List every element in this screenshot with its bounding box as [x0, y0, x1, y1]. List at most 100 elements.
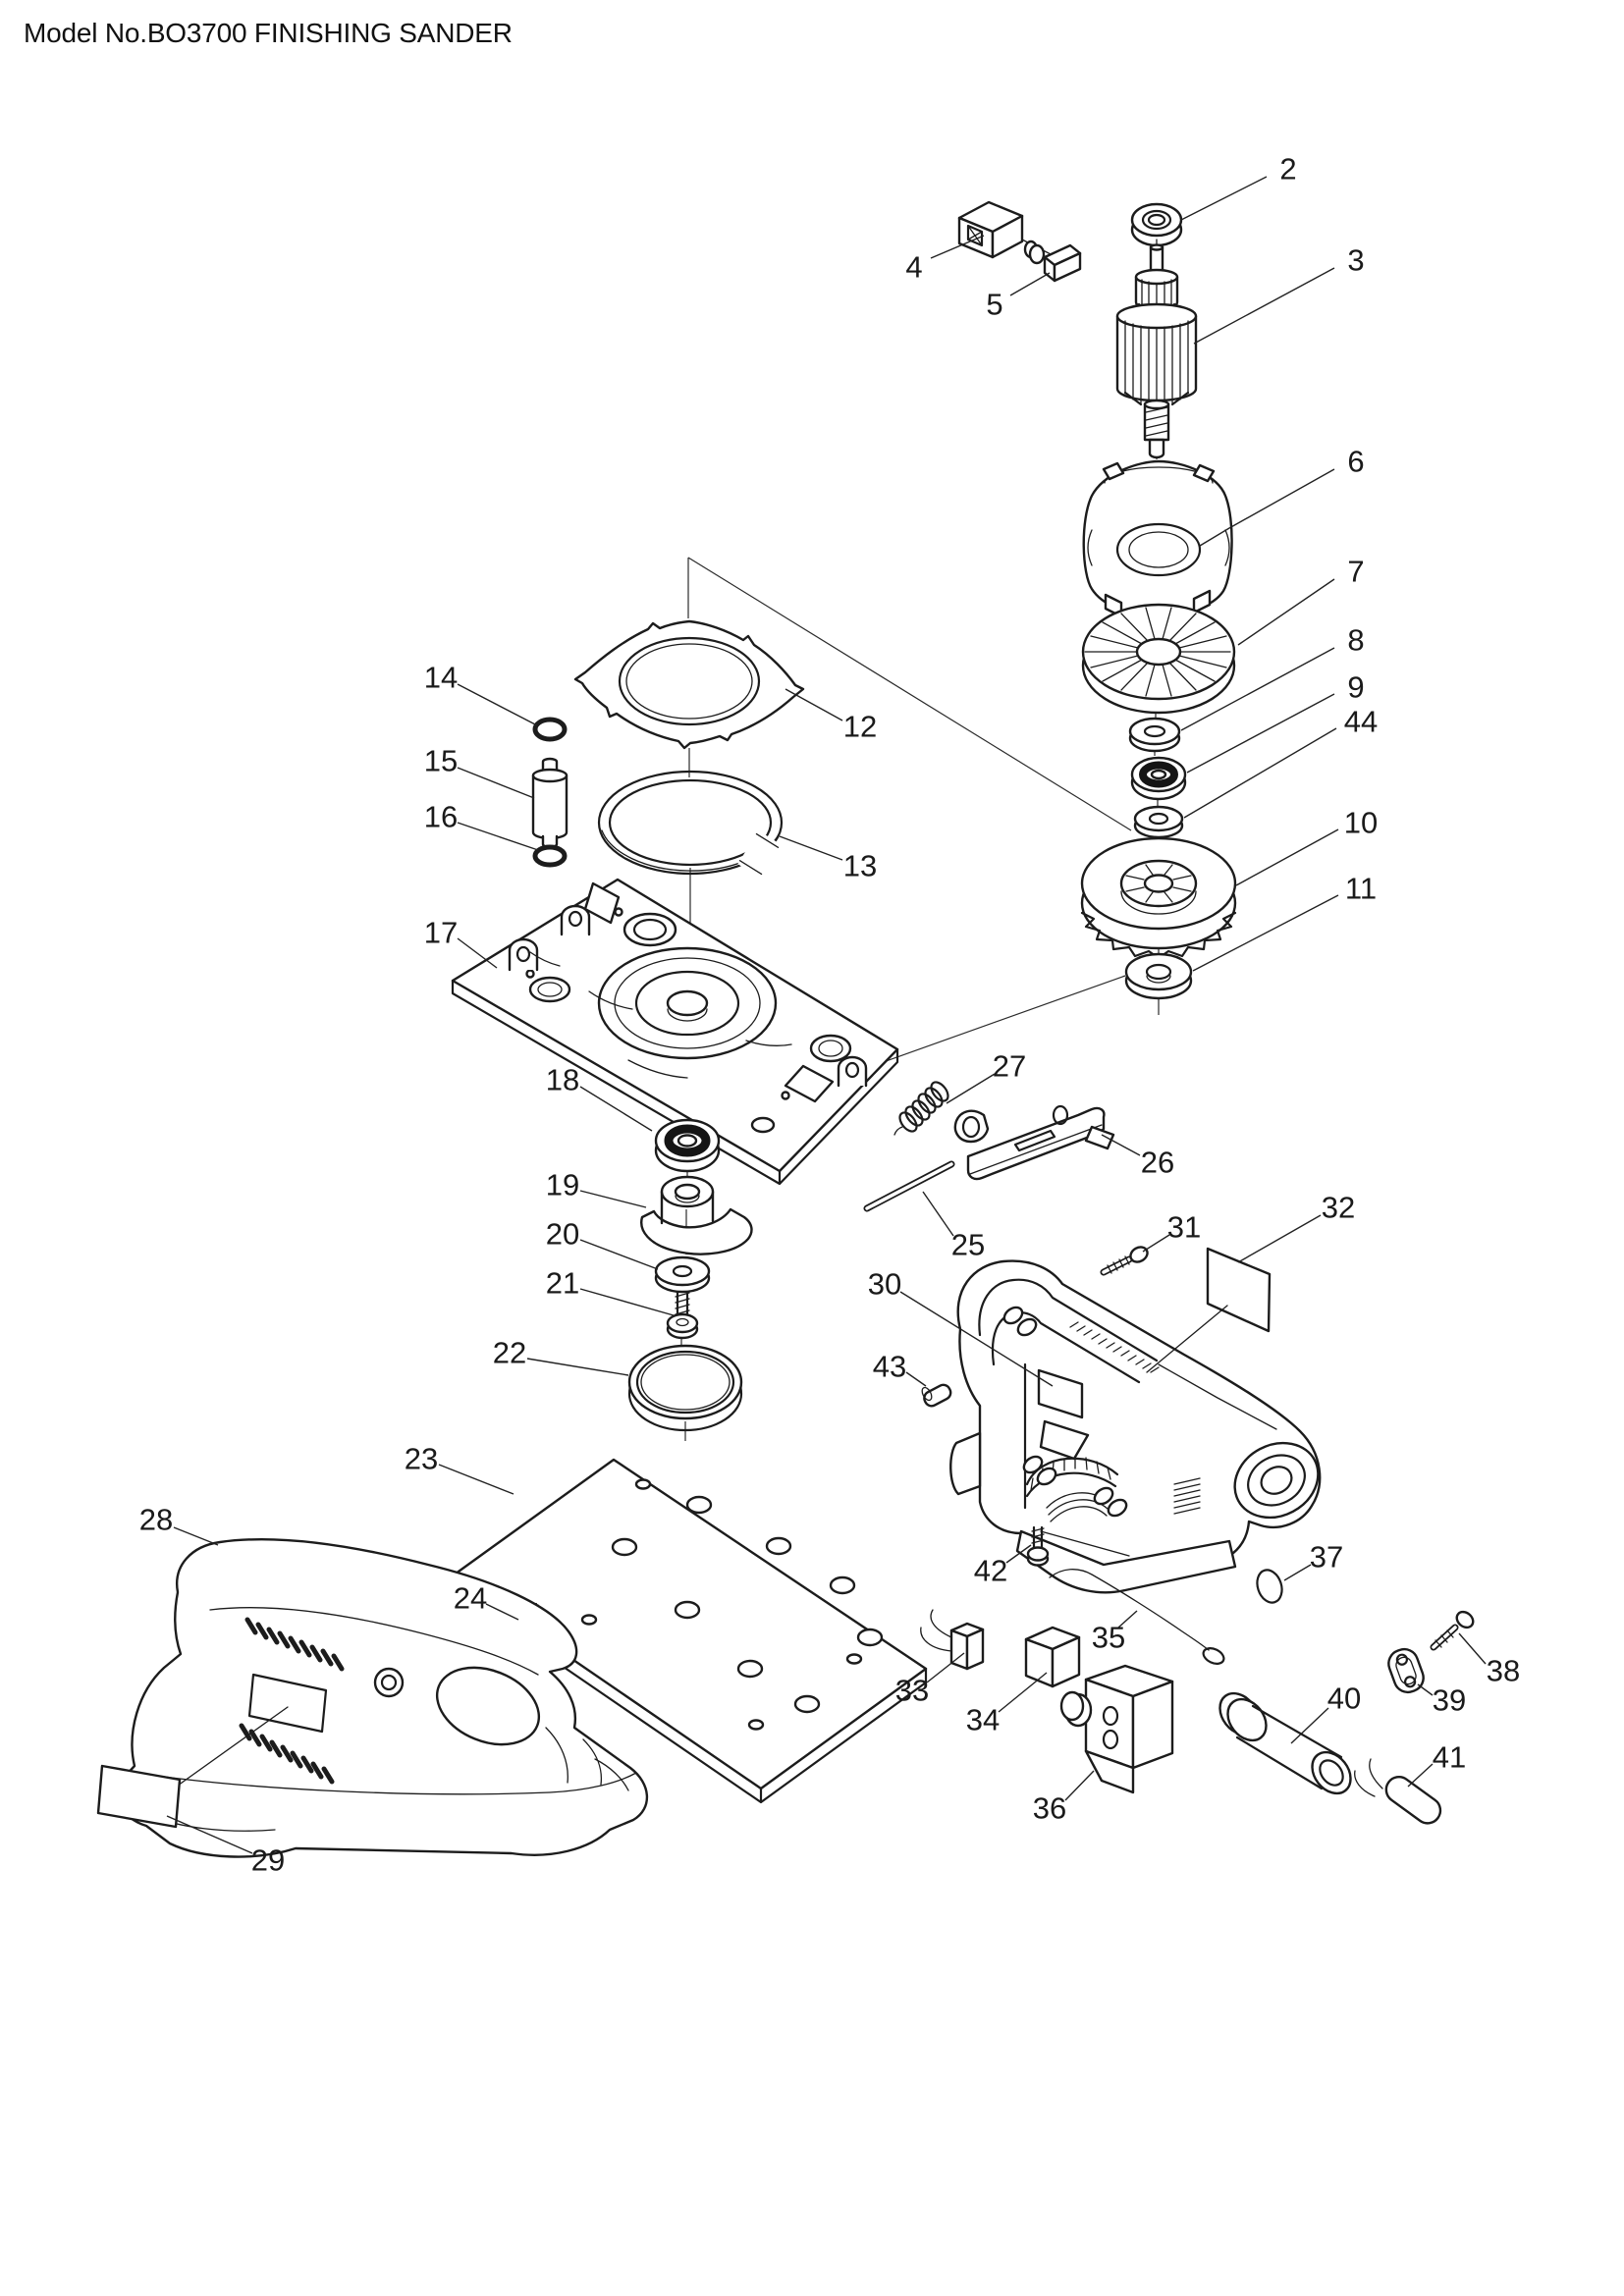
part-13-ring	[597, 770, 784, 878]
part-16-o-ring	[532, 844, 568, 868]
part-number-10: 10	[1344, 806, 1378, 840]
part-3-armature	[1115, 239, 1198, 459]
part-number-14: 14	[424, 661, 458, 695]
leader-line-44	[1183, 727, 1337, 819]
part-30-motor-housing	[949, 1259, 1322, 1594]
leader-line-42	[1005, 1544, 1032, 1564]
leader-line-30	[899, 1291, 1054, 1387]
page-title: Model No.BO3700 FINISHING SANDER	[24, 18, 513, 48]
leader-line-43	[905, 1371, 927, 1387]
part-6-field	[1082, 459, 1233, 618]
leader-line-35	[1117, 1610, 1138, 1629]
part-27-spring	[893, 1081, 949, 1136]
part-number-33: 33	[895, 1674, 929, 1708]
part-25-rod	[863, 1160, 955, 1212]
part-number-36: 36	[1033, 1791, 1066, 1826]
part-10-gear	[1080, 836, 1237, 960]
leader-line-33	[926, 1652, 965, 1683]
leader-line-18	[579, 1086, 653, 1132]
part-44-washer	[1133, 805, 1184, 839]
leader-line-21	[579, 1288, 675, 1316]
part-41-power-cord	[1354, 1758, 1442, 1825]
part-36-switch	[1059, 1664, 1174, 1794]
part-number-31: 31	[1167, 1210, 1201, 1245]
part-number-28: 28	[139, 1503, 173, 1537]
leader-line-10	[1235, 828, 1339, 886]
part-19-counterweight	[640, 1175, 753, 1255]
part-number-43: 43	[873, 1350, 906, 1384]
leader-line-19	[579, 1190, 647, 1208]
part-8-washer	[1128, 717, 1181, 753]
leader-line-20	[579, 1239, 659, 1270]
part-28-housing-cover	[116, 1538, 649, 1858]
part-18-ball-bearing	[654, 1118, 721, 1173]
leader-line-28	[173, 1526, 219, 1546]
part-number-19: 19	[546, 1168, 579, 1202]
part-number-12: 12	[843, 710, 877, 744]
leader-line-13	[779, 835, 843, 861]
leader-line-5	[1009, 272, 1051, 296]
leader-line-29	[166, 1815, 253, 1854]
part-number-7: 7	[1347, 555, 1364, 589]
leader-line-24	[485, 1603, 519, 1621]
part-number-16: 16	[424, 800, 458, 834]
part-7-fan	[1081, 603, 1236, 715]
part-40-grip	[1218, 1691, 1352, 1795]
part-number-5: 5	[986, 288, 1002, 322]
part-5-carbon-brush	[1023, 240, 1082, 283]
leader-line-16	[457, 822, 539, 851]
leader-line-9	[1186, 693, 1335, 774]
part-number-32: 32	[1322, 1191, 1355, 1225]
part-number-21: 21	[546, 1266, 579, 1301]
part-12-plate	[573, 619, 805, 750]
part-number-39: 39	[1433, 1683, 1466, 1718]
vent-slots-lower	[239, 1723, 335, 1785]
part-number-15: 15	[424, 744, 458, 778]
part-number-18: 18	[546, 1063, 579, 1097]
part-38-screw	[1430, 1610, 1475, 1651]
leader-line-41	[1407, 1763, 1434, 1788]
leader-line-37	[1283, 1564, 1312, 1581]
part-17-base-housing	[451, 878, 899, 1186]
leader-line-25	[922, 1191, 954, 1237]
part-number-20: 20	[546, 1217, 579, 1252]
leader-line-6	[1199, 468, 1335, 547]
part-number-25: 25	[951, 1228, 985, 1262]
leader-line-38	[1458, 1632, 1487, 1665]
part-number-29: 29	[251, 1843, 285, 1878]
part-number-44: 44	[1344, 705, 1378, 739]
part-37-o-ring	[1256, 1569, 1283, 1604]
leader-line-39	[1417, 1683, 1434, 1696]
leader-line-22	[526, 1358, 629, 1376]
leader-line-7	[1237, 578, 1335, 646]
leader-line-23	[438, 1464, 514, 1495]
leader-line-11	[1192, 894, 1339, 972]
leader-line-26	[1101, 1134, 1141, 1156]
part-33-choke-coil	[920, 1609, 985, 1671]
leader-line-2	[1180, 176, 1268, 221]
part-number-37: 37	[1310, 1540, 1343, 1575]
part-number-2: 2	[1279, 152, 1296, 187]
part-number-8: 8	[1347, 623, 1364, 658]
leader-line-36	[1064, 1770, 1095, 1801]
part-number-27: 27	[993, 1049, 1026, 1084]
part-9-ball-bearing	[1130, 756, 1187, 801]
part-number-17: 17	[424, 916, 458, 950]
part-31-screw	[1100, 1246, 1149, 1276]
part-number-30: 30	[868, 1267, 901, 1302]
part-number-26: 26	[1141, 1146, 1174, 1180]
leader-line-3	[1193, 267, 1335, 345]
part-number-42: 42	[974, 1554, 1007, 1588]
part-number-22: 22	[493, 1336, 526, 1370]
part-20-washer	[654, 1255, 711, 1294]
leader-line-14	[457, 683, 538, 726]
part-number-23: 23	[405, 1442, 438, 1476]
part-21-screw	[666, 1290, 699, 1340]
part-number-38: 38	[1487, 1654, 1520, 1688]
part-number-13: 13	[843, 849, 877, 883]
axis-lines	[680, 447, 1160, 1441]
part-23-base-plate	[450, 1458, 928, 1804]
part-number-3: 3	[1347, 243, 1364, 278]
part-32-name-label	[1146, 1247, 1272, 1373]
